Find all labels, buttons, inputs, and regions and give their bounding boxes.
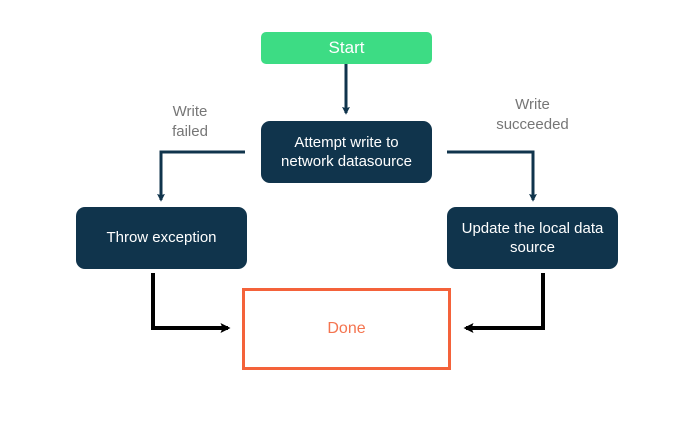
edge-attempt-to-throw [157,150,245,202]
node-start-label: Start [328,38,365,58]
edge-throw-to-done [151,273,231,333]
node-update-local-data-source-label: Update the local data source [461,219,604,256]
edge-label-write-succeeded: Write succeeded [496,96,569,133]
node-update-local-data-source[interactable]: Update the local data source [447,207,618,269]
node-throw-exception-label: Throw exception [106,229,217,247]
node-attempt-write-label: Attempt write to network datasource [281,133,412,170]
node-start[interactable]: Start [261,32,432,64]
node-attempt-write[interactable]: Attempt write to network datasource [261,121,432,183]
edge-attempt-to-update [447,150,537,202]
node-done-label: Done [327,319,366,337]
node-done[interactable]: Done [242,288,451,370]
edge-label-write-failed: Write failed [172,103,208,140]
edge-update-to-done [463,273,545,333]
node-throw-exception[interactable]: Throw exception [76,207,247,269]
